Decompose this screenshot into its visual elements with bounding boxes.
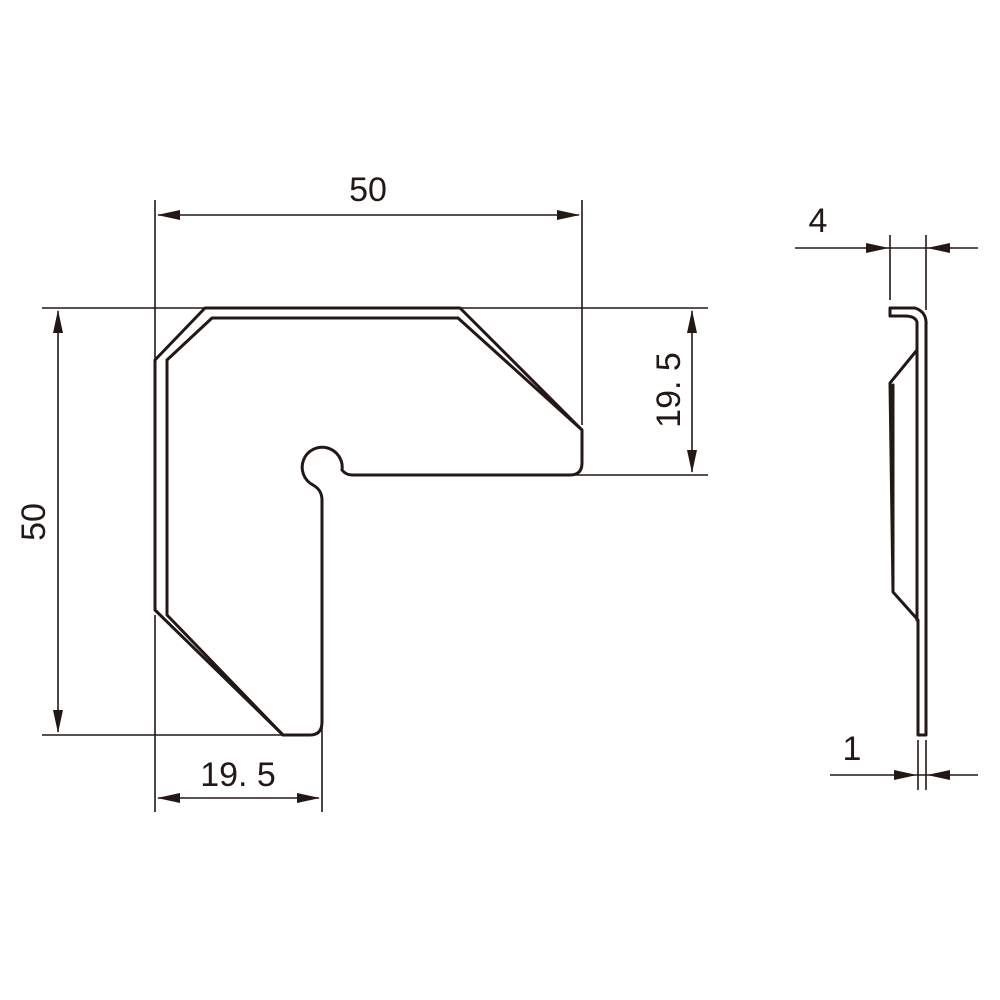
right-dim-arrow-bottom — [687, 450, 697, 473]
thickness-dim-arrow-left — [894, 770, 917, 780]
side-view: 4 1 — [795, 202, 978, 790]
side-profile-inner — [891, 348, 919, 622]
lip-dim-arrow-right — [927, 243, 950, 253]
bottom-arm-width-dimension: 19. 5 — [200, 756, 276, 794]
bracket-outline — [153, 306, 584, 737]
lip-dimension: 4 — [809, 202, 828, 240]
thickness-dimension: 1 — [843, 730, 862, 768]
thickness-dim-arrow-right — [927, 770, 950, 780]
left-dim-arrow-top — [53, 310, 63, 333]
bottom-dim-arrow-right — [297, 793, 320, 803]
front-view: 50 50 19. 5 19. 5 — [15, 171, 708, 812]
bracket-chamfer-inner — [165, 316, 584, 737]
right-dim-arrow-top — [687, 310, 697, 333]
left-dim-arrow-bottom — [53, 710, 63, 733]
top-dim-arrow-right — [557, 210, 580, 220]
right-arm-width-dimension: 19. 5 — [650, 352, 688, 428]
top-dim-arrow-left — [157, 210, 180, 220]
side-profile-outline — [888, 306, 928, 737]
top-width-dimension: 50 — [349, 171, 387, 209]
left-height-dimension: 50 — [15, 503, 53, 541]
bottom-dim-arrow-left — [157, 793, 180, 803]
lip-dim-arrow-left — [866, 243, 889, 253]
